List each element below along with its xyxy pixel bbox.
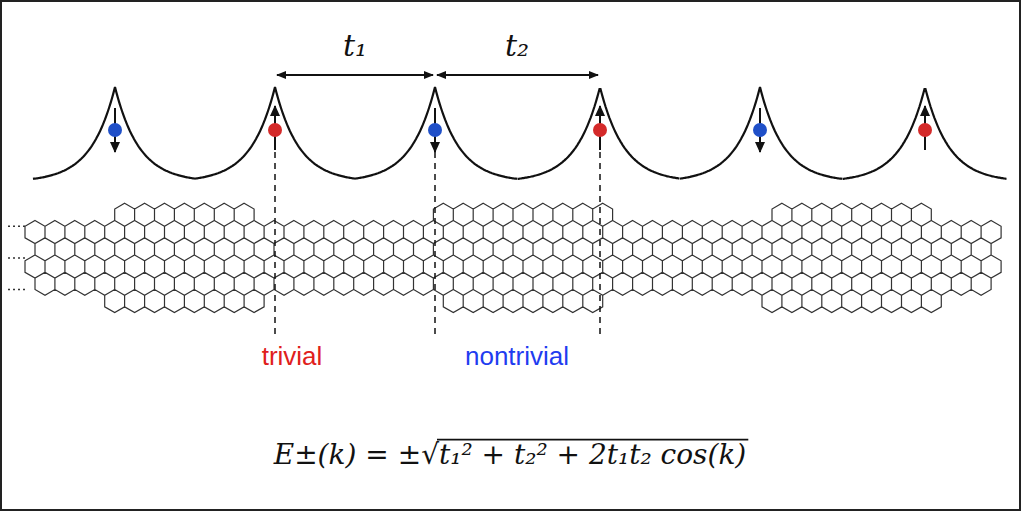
spin-dot — [918, 123, 932, 137]
spins — [108, 106, 932, 152]
dispersion-equation: E±(k) = ±√t₁² + t₂² + 2t₁t₂ cos(k) — [274, 440, 747, 471]
peak-curve — [518, 89, 680, 179]
peak-curve — [680, 87, 842, 179]
spin-dot — [428, 123, 442, 137]
hexagon-lattice — [25, 203, 1001, 312]
peak-curve — [33, 87, 195, 179]
peak-curve — [355, 87, 517, 179]
spin-dot — [108, 123, 122, 137]
hopping-label: t₂ — [505, 29, 529, 62]
spin-dot — [753, 123, 767, 137]
hopping-arrow — [437, 74, 598, 76]
nanoribbon — [8, 203, 1001, 312]
hopping-arrow — [277, 74, 433, 76]
spin-dot — [268, 123, 282, 137]
continuation-dots — [8, 289, 28, 291]
boundary-lines — [275, 130, 600, 338]
continuation-dots — [8, 257, 28, 259]
hopping-label: t₁ — [343, 29, 367, 62]
continuation-dots — [8, 226, 28, 228]
peak-curve — [843, 89, 1007, 179]
phase-label: trivial — [262, 342, 323, 371]
spin-dot — [593, 123, 607, 137]
wavefunction-peaks — [33, 87, 1007, 179]
phase-label: nontrivial — [465, 342, 569, 371]
